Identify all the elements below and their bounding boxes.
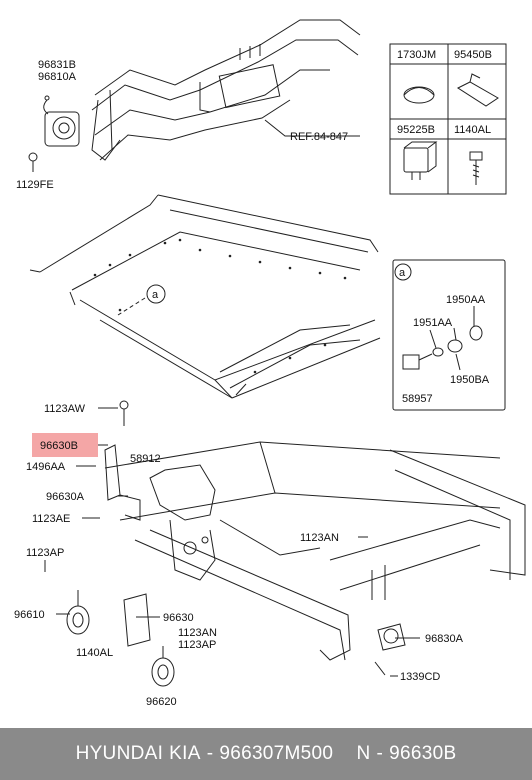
- clip-95450B-icon: [456, 73, 499, 107]
- label-1129FE: 1129FE: [16, 179, 54, 191]
- label-1339CD: 1339CD: [400, 671, 440, 683]
- label-96630B: 96630B: [40, 440, 78, 452]
- leaders: [44, 407, 420, 677]
- floor-panel: [29, 194, 381, 399]
- table-cell-1: 1730JM: [397, 49, 436, 61]
- footer-brand: HYUNDAI: [75, 743, 164, 764]
- screw-1140AL-icon: [469, 151, 483, 185]
- table-cell-3: 95225B: [397, 124, 435, 136]
- parts-table: [389, 43, 507, 195]
- table-cell-4: 1140AL: [454, 124, 491, 136]
- table-cell-2: 95450B: [454, 49, 492, 61]
- label-ref: REF.84-847: [290, 131, 348, 143]
- bracket-96630: [123, 593, 151, 647]
- footer-make: KIA: [169, 743, 201, 764]
- label-1123AP-left: 1123AP: [26, 547, 64, 559]
- chassis-frame: [104, 441, 526, 661]
- label-96810A: 96810A: [38, 71, 77, 83]
- relay-95225B-icon: [403, 141, 438, 180]
- bolt-1129FE: [28, 152, 38, 172]
- footer-part-number: 966307M500: [219, 743, 334, 764]
- label-1951AA: 1951AA: [413, 317, 453, 329]
- label-58957: 58957: [402, 393, 433, 405]
- floor-holes: [93, 238, 347, 374]
- upper-bracket-assembly: [91, 19, 361, 161]
- bolt-1123AW: [119, 400, 129, 426]
- label-1950BA: 1950BA: [450, 374, 490, 386]
- parts-diagram: 96831B 96810A 1129FE REF.84-847 1730JM 9…: [14, 19, 526, 708]
- plug-1730JM-icon: [403, 86, 435, 104]
- callout-a-marker: a: [117, 284, 166, 316]
- label-96830A: 96830A: [425, 633, 464, 645]
- label-1123AE: 1123AE: [32, 513, 70, 525]
- label-1950AA: 1950AA: [446, 294, 486, 306]
- footer-sep-1: -: [206, 743, 214, 764]
- label-1123AN-mid: 1123AN: [178, 627, 217, 639]
- label-58912: 58912: [130, 453, 161, 465]
- detail-a-parts: [402, 306, 483, 371]
- footer-n: N: [356, 743, 371, 764]
- detail-a-box: [392, 259, 506, 411]
- label-96630: 96630: [163, 612, 194, 624]
- horn-96620: [151, 646, 175, 687]
- speaker-module: [43, 95, 80, 147]
- label-96630A: 96630A: [46, 491, 85, 503]
- label-1140AL: 1140AL: [76, 647, 113, 659]
- ref-leader: [264, 119, 360, 137]
- detail-a-badge: a: [399, 267, 406, 279]
- label-1496AA: 1496AA: [26, 461, 66, 473]
- part-footer: HYUNDAI KIA - 966307M500 N - 96630B: [0, 728, 532, 780]
- label-96620: 96620: [146, 696, 177, 708]
- horn-96610: [66, 590, 90, 635]
- highlight-box: [32, 433, 98, 457]
- horn-96830A: [374, 623, 406, 676]
- callout-a: a: [152, 289, 159, 301]
- label-1123AW: 1123AW: [44, 403, 86, 415]
- mount-bracket-assembly: [104, 444, 216, 581]
- label-96610: 96610: [14, 609, 45, 621]
- footer-sep-2: -: [376, 743, 384, 764]
- label-1123AN-right: 1123AN: [300, 532, 339, 544]
- label-1123AP-mid: 1123AP: [178, 639, 216, 651]
- footer-code: 96630B: [389, 743, 457, 764]
- label-96831B: 96831B: [38, 59, 76, 71]
